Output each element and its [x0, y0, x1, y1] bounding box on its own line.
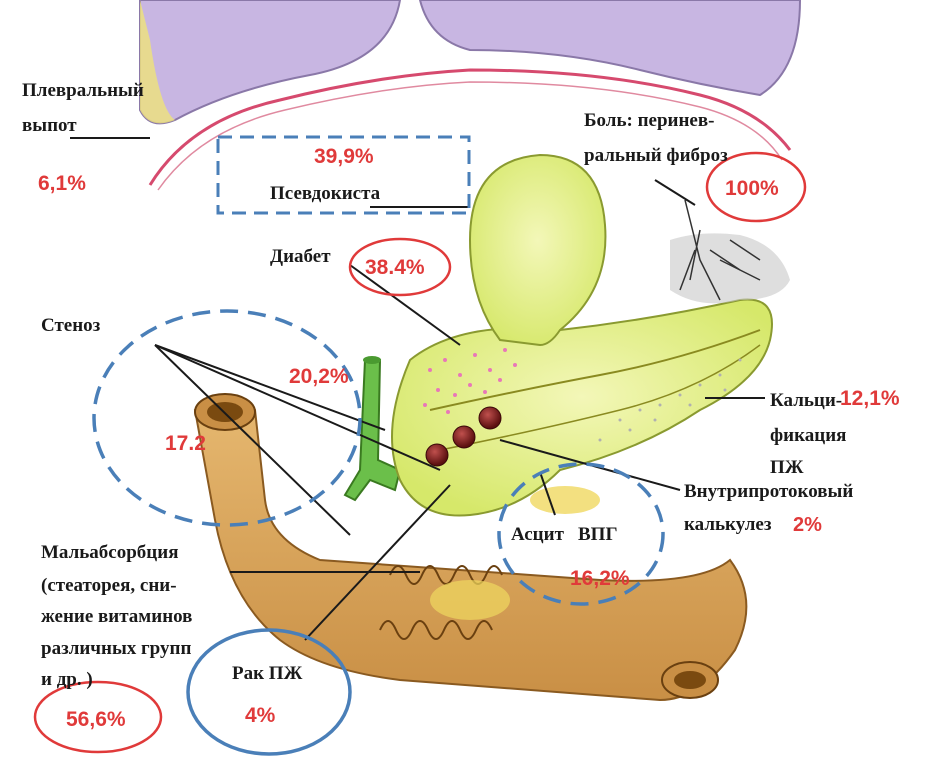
value-pleural: 6,1%: [38, 172, 86, 195]
label-diabetes: Диабет: [270, 246, 331, 267]
value-intraductal: 2%: [793, 514, 822, 536]
label-calcification: Кальци- фикация ПЖ: [770, 390, 851, 478]
pseudocyst: [470, 155, 605, 345]
value-pain: 100%: [725, 177, 779, 200]
lung-left: [140, 0, 400, 123]
label-stenosis: Стеноз: [41, 315, 101, 336]
value-pseudocyst: 39,9%: [314, 145, 374, 168]
value-calcification: 12,1%: [840, 387, 900, 410]
label-ascites: Асцит: [511, 524, 565, 545]
value-stenosis-lower: 17.2: [165, 432, 206, 455]
label-pseudocyst: Псевдокиста: [270, 183, 381, 204]
label-portal: ВПГ: [578, 524, 618, 545]
ascites: [530, 486, 600, 514]
cancer-circle: [188, 630, 350, 754]
label-intraductal: Внутрипротоковый калькулез: [684, 481, 858, 535]
value-malabsorption: 56,6%: [66, 708, 126, 731]
value-diabetes: 38.4%: [365, 256, 425, 279]
label-pleural: Плевральный выпот: [22, 80, 149, 136]
value-portal: 16,2%: [570, 567, 630, 590]
label-malabsorption: Мальабсорбция (стеаторея, сни- жение вит…: [41, 542, 197, 690]
label-pain: Боль: перинев- ральный фиброз: [584, 110, 728, 166]
label-cancer: Рак ПЖ: [232, 663, 303, 684]
value-cancer: 4%: [245, 704, 276, 727]
value-stenosis-upper: 20,2%: [289, 365, 349, 388]
lung-right: [420, 0, 800, 95]
